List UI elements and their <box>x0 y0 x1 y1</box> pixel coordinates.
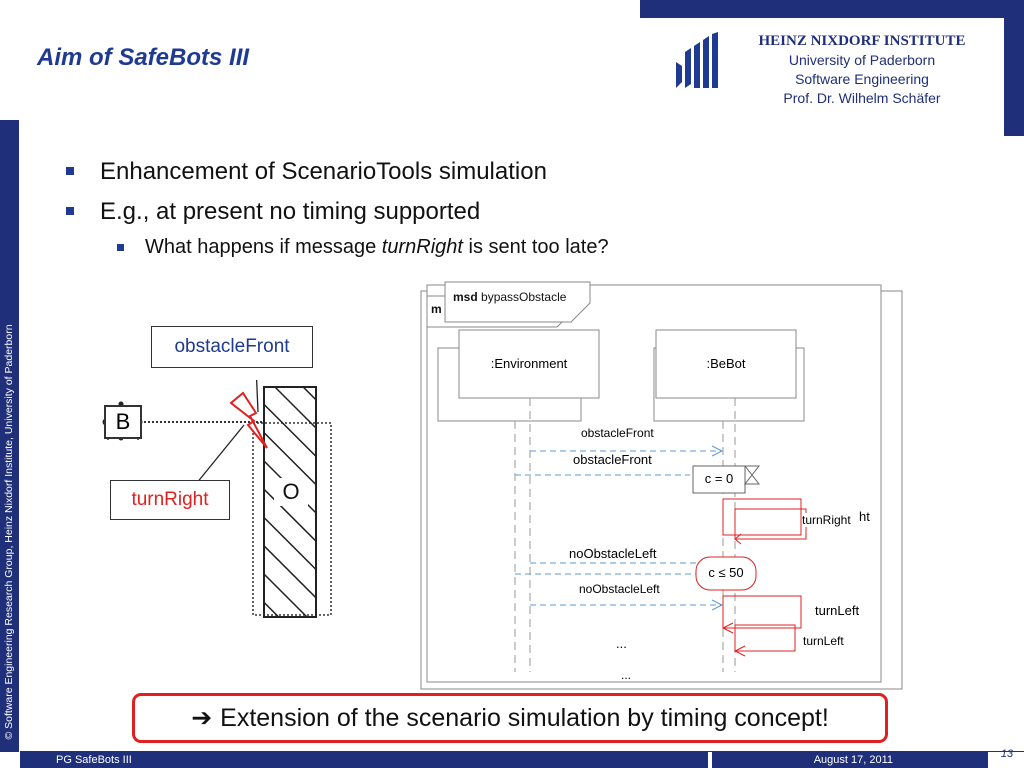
bullet-list: Enhancement of ScenarioTools simulation … <box>64 158 609 266</box>
conclusion-text: Extension of the scenario simulation by … <box>220 703 829 732</box>
header-side-bar <box>1004 0 1024 136</box>
ellipsis-label: ... <box>621 668 632 682</box>
footer-right-bar: August 17, 2011 <box>712 752 988 768</box>
sub-bullet-text-after: is sent too late? <box>462 236 609 258</box>
sub-bullet-text-before: What happens if message <box>145 236 382 258</box>
copyright-text: © Software Engineering Research Group, H… <box>3 324 15 740</box>
diagram-back-tab-prefix: m <box>431 302 442 316</box>
bullet-item: E.g., at present no timing supported <box>64 198 609 236</box>
diagram-tab-label: msd bypassObstacle <box>453 290 566 304</box>
lightning-icon <box>229 391 268 449</box>
clock-reset-box <box>692 465 746 494</box>
bullet-text: Enhancement of ScenarioTools simulation <box>100 158 547 185</box>
header-bar <box>640 0 1024 18</box>
clock-condition-label: c ≤ 50 <box>708 565 744 580</box>
message-label: turnRight <box>802 513 851 527</box>
bullet-square-icon <box>117 244 124 251</box>
slide-title: Aim of SafeBots III <box>37 44 250 71</box>
message-label: obstacleFront <box>581 426 654 440</box>
message-label: turnLeft <box>815 603 860 618</box>
institute-department: Software Engineering <box>795 71 929 87</box>
footer-left-bar: PG SafeBots III <box>20 752 708 768</box>
message-label: ht <box>859 509 870 524</box>
institute-name: HEINZ NIXDORF INSTITUTE <box>758 33 966 49</box>
message-label: noObstacleLeft <box>579 582 660 596</box>
lifeline-box-bebot <box>655 329 797 399</box>
diagram-tab <box>444 281 591 323</box>
footer-course: PG SafeBots III <box>56 754 132 766</box>
obstacle-letter: O <box>274 478 308 506</box>
page-number: 13 <box>1000 748 1014 760</box>
turn-right-label: turnRight <box>110 480 230 520</box>
institute-logo <box>676 32 718 88</box>
sequence-diagram <box>420 281 903 690</box>
robot-box: B <box>104 405 142 439</box>
ellipsis-label: ... <box>616 636 627 651</box>
footer-line <box>20 751 1024 752</box>
clock-condition-box <box>695 556 757 591</box>
bullet-item: Enhancement of ScenarioTools simulation <box>64 158 609 198</box>
obstacle-front-label: obstacleFront <box>151 326 313 368</box>
conclusion-box: ➔ Extension of the scenario simulation b… <box>132 693 888 743</box>
diagram-tab-keyword: msd <box>453 290 478 304</box>
clock-reset-label: c = 0 <box>704 471 734 486</box>
left-side-bar <box>0 120 19 752</box>
bullet-square-icon <box>66 207 74 215</box>
institute-professor: Prof. Dr. Wilhelm Schäfer <box>783 90 941 106</box>
message-label: noObstacleLeft <box>569 546 657 561</box>
turn-right-self-message <box>722 498 802 536</box>
sub-bullet-emphasis: turnRight <box>381 236 463 258</box>
lifeline-box-environment <box>458 329 600 399</box>
institute-block: HEINZ NIXDORF INSTITUTE University of Pa… <box>728 32 996 108</box>
turn-left-self-message <box>722 595 802 629</box>
lifeline-bebot-label: :BeBot <box>706 356 746 371</box>
bullet-text: E.g., at present no timing supported <box>100 198 481 225</box>
lifeline-environment-label: :Environment <box>490 356 568 371</box>
institute-university: University of Paderborn <box>788 52 936 68</box>
message-label: turnLeft <box>803 634 844 648</box>
right-arrow-icon: ➔ <box>191 704 213 732</box>
message-label: obstacleFront <box>573 452 652 467</box>
footer-date: August 17, 2011 <box>813 754 893 766</box>
bullet-square-icon <box>66 167 74 175</box>
sub-bullet-item: What happens if message turnRight is sen… <box>64 236 609 266</box>
diagram-tab-name: bypassObstacle <box>481 290 567 304</box>
